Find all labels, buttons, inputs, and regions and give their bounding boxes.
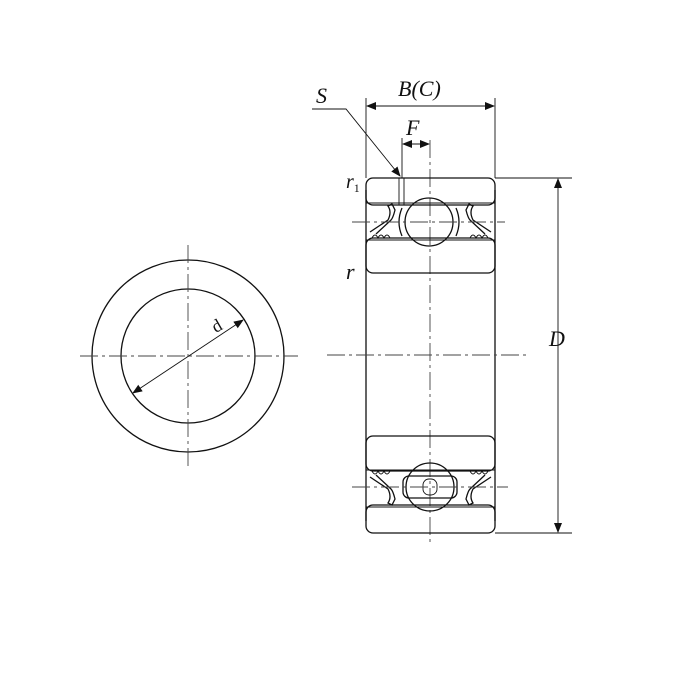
label-d-outer: D [548, 326, 565, 351]
bore-diameter-arrow [132, 319, 244, 394]
label-f: F [405, 115, 420, 140]
top-section [352, 177, 505, 274]
label-s: S [316, 83, 327, 108]
label-r: r [346, 259, 355, 284]
front-view: d [80, 245, 298, 466]
side-view: B(C) F S r1 r D [312, 76, 572, 545]
bottom-section [352, 435, 508, 534]
label-r1: r1 [346, 171, 360, 195]
label-b-c: B(C) [398, 76, 441, 101]
s-leader-line [312, 108, 401, 177]
label-d: d [208, 315, 226, 337]
